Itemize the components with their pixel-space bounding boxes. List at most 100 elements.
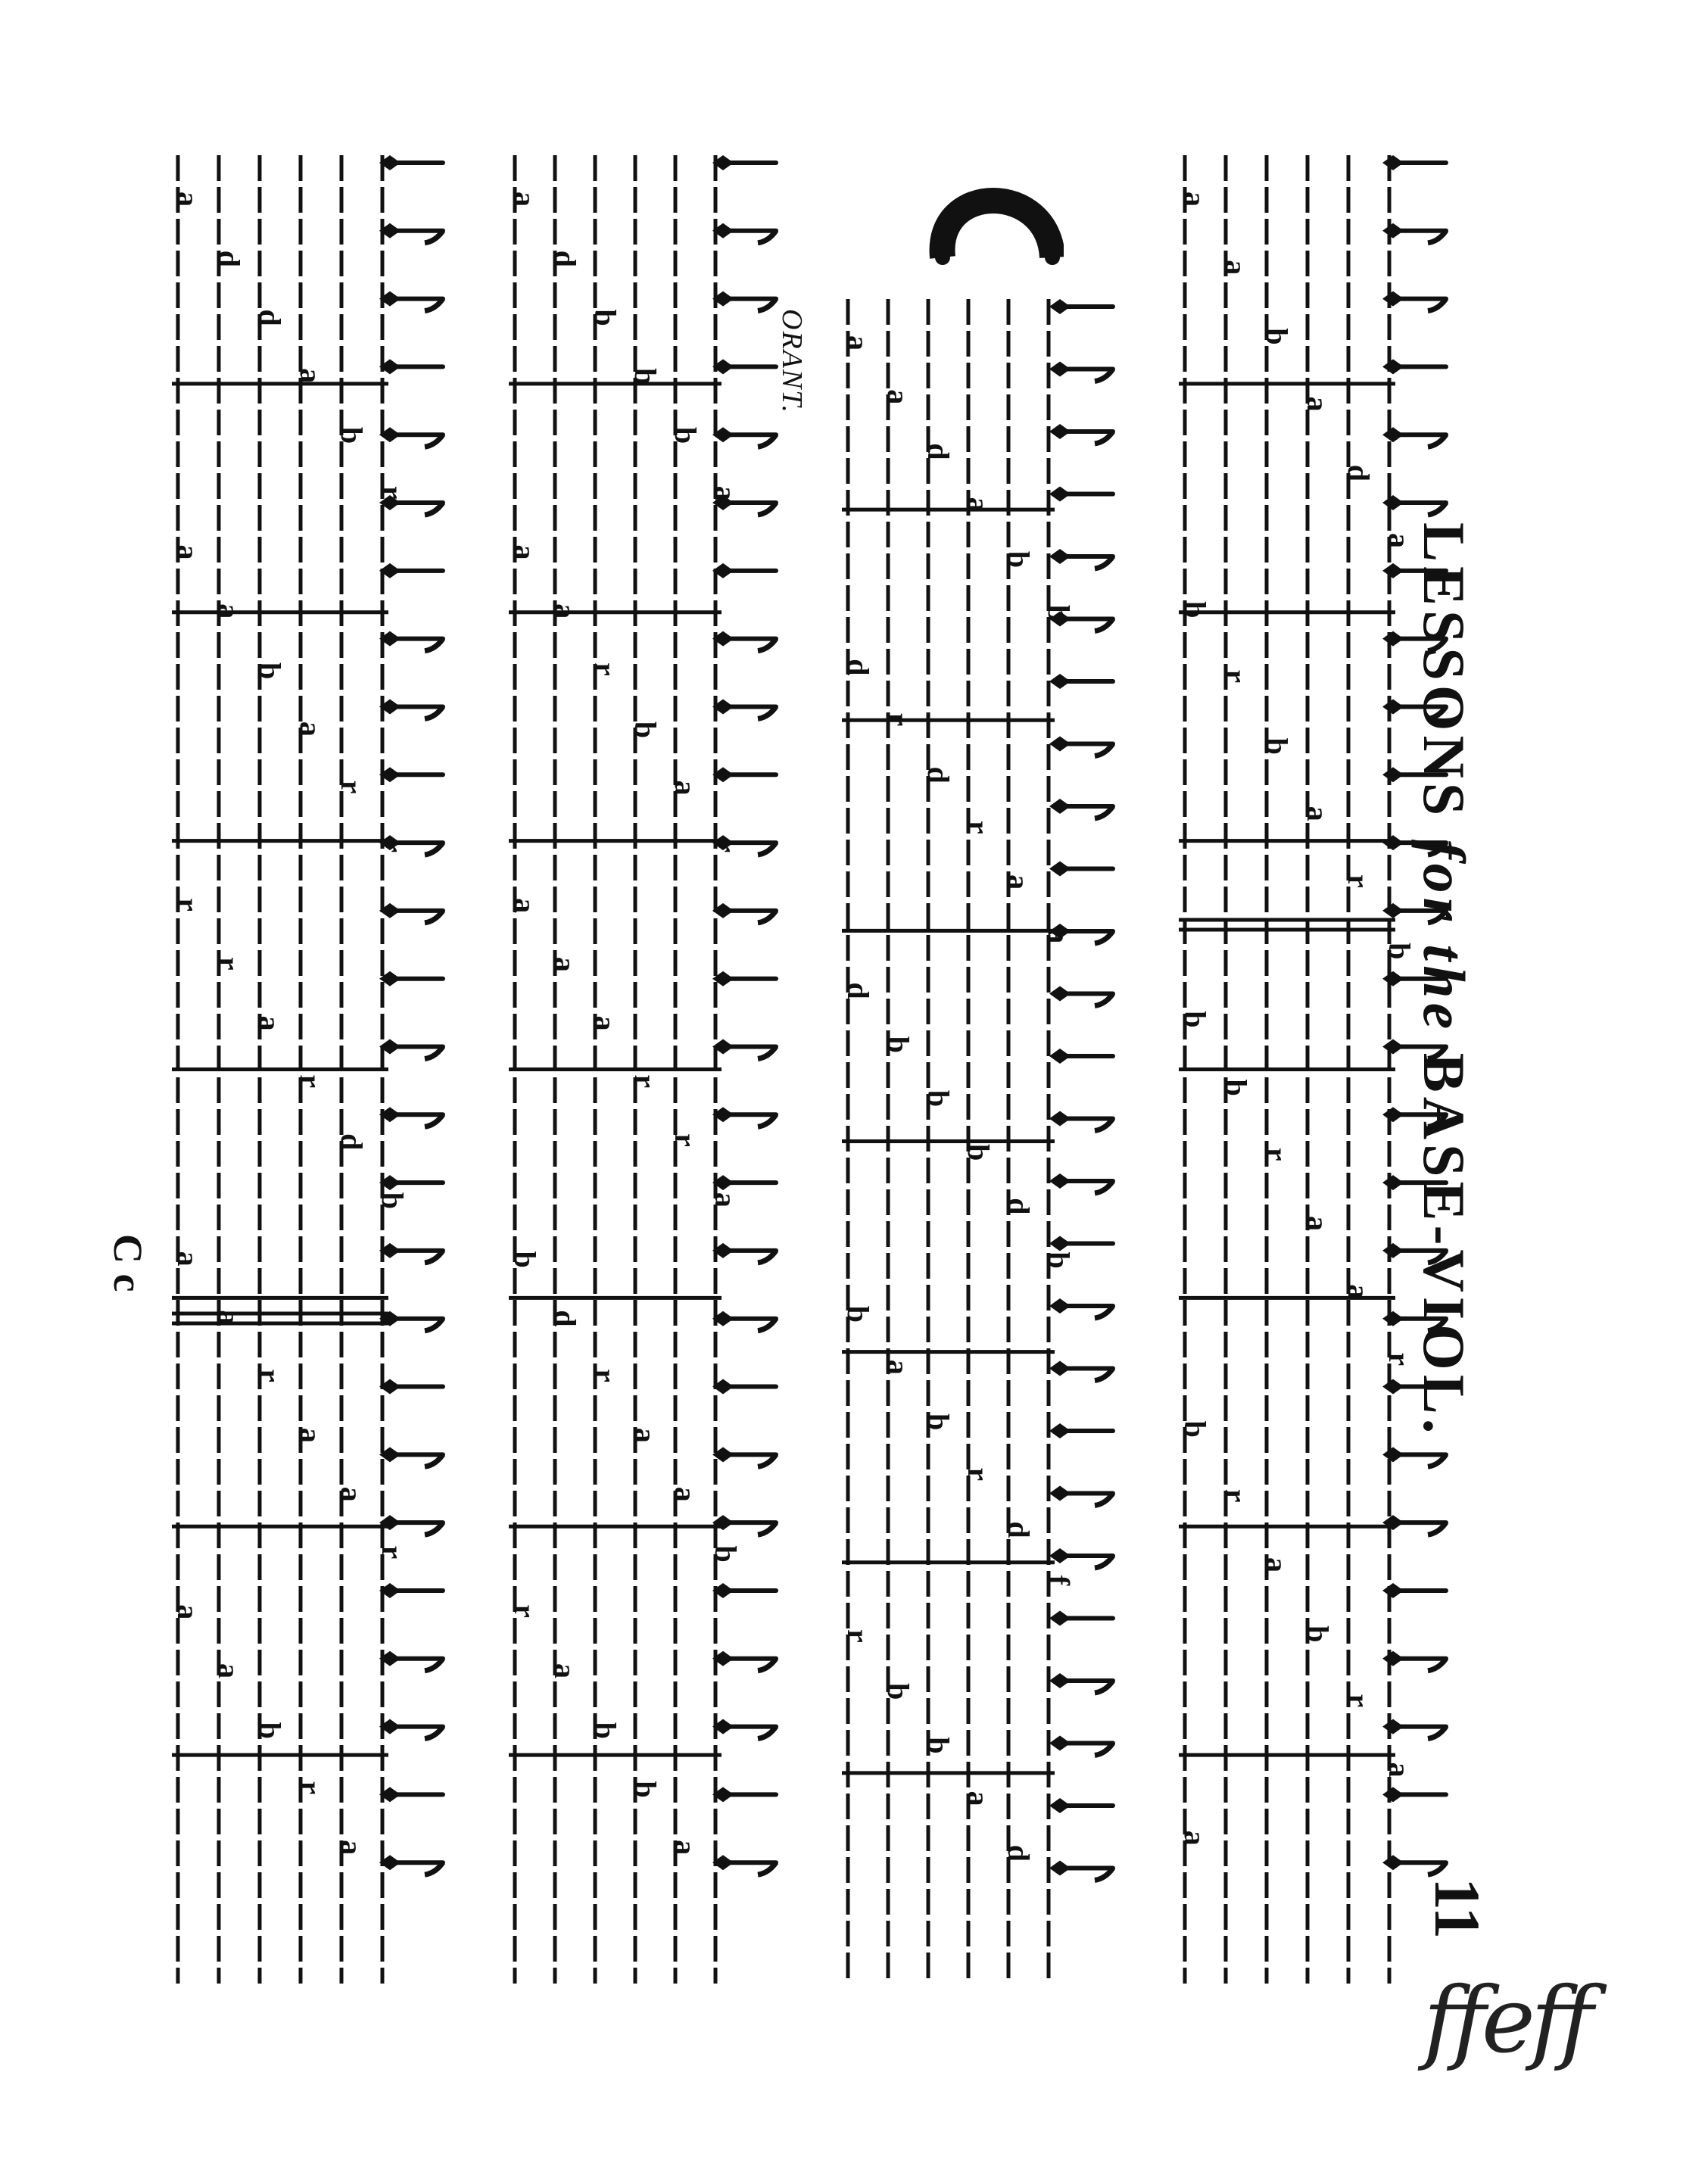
- rhythm-head: [1382, 1107, 1404, 1123]
- rhythm-head: [712, 1787, 734, 1803]
- fret-letter: r: [171, 898, 205, 912]
- fret-letter: d: [1002, 1845, 1036, 1862]
- rhythm-flag: [1094, 1554, 1115, 1571]
- fret-letter: r: [1342, 874, 1376, 888]
- fret-letter: r: [253, 1369, 287, 1382]
- fret-letter: a: [548, 957, 582, 972]
- fret-letter: r: [588, 662, 622, 676]
- fret-letter: r: [212, 957, 246, 971]
- fret-letter: r: [294, 1781, 328, 1794]
- fret-letter: r: [962, 821, 996, 834]
- fret-letter: d: [1002, 1198, 1036, 1214]
- rhythm-head: [712, 1719, 734, 1734]
- rhythm-head: [379, 495, 401, 511]
- rhythm-head: [712, 699, 734, 715]
- rhythm-head: [379, 1175, 401, 1191]
- fret-letter: b: [1178, 1421, 1212, 1438]
- rhythm-head: [1049, 1798, 1071, 1813]
- fret-letter: r: [335, 781, 369, 794]
- rhythm-flag: [1427, 1656, 1448, 1674]
- fret-letter: a: [962, 497, 996, 513]
- rhythm-flag: [1094, 1866, 1115, 1883]
- rhythm-head: [379, 631, 401, 647]
- rhythm-head: [712, 1311, 734, 1326]
- fret-letter: a: [548, 1663, 582, 1678]
- fret-letter: r: [588, 1369, 622, 1382]
- rhythm-head: [379, 835, 401, 851]
- fret-letter: d: [335, 1133, 369, 1150]
- rhythm-flag: [424, 500, 445, 518]
- rhythm-flag: [1427, 1317, 1448, 1334]
- signature: ffeff: [1423, 1968, 1594, 2074]
- rhythm-flag: [1094, 742, 1115, 759]
- fret-letter: a: [709, 486, 743, 501]
- rhythm-flag: [757, 500, 778, 518]
- fret-letter: a: [508, 898, 542, 913]
- rhythm-head: [1382, 1311, 1404, 1326]
- fret-letter: a: [588, 1016, 622, 1031]
- fret-letter: r: [376, 1545, 410, 1559]
- fret-letter: a: [253, 1016, 287, 1031]
- rhythm-flag: [757, 1317, 778, 1334]
- fret-letter: a: [881, 389, 915, 404]
- rhythm-flag: [1427, 1248, 1448, 1266]
- rhythm-head: [1382, 699, 1404, 715]
- rhythm-head: [1382, 835, 1404, 851]
- fret-letter: a: [1301, 1216, 1335, 1231]
- fret-letter: r: [841, 1629, 875, 1643]
- fret-letter: a: [1342, 1284, 1376, 1299]
- fret-letter: b: [709, 1545, 743, 1562]
- rhythm-flag: [757, 1453, 778, 1469]
- rhythm-head: [1382, 495, 1404, 511]
- fret-letter: a: [171, 545, 205, 560]
- rhythm-head: [712, 631, 734, 647]
- fret-letter: r: [1219, 669, 1253, 683]
- rhythm-head: [1382, 1650, 1404, 1666]
- rhythm-flag: [424, 1453, 445, 1469]
- rhythm-head: [1382, 971, 1404, 986]
- fret-letter: r: [1260, 1148, 1294, 1161]
- fret-letter: b: [508, 1251, 542, 1268]
- rhythm-head: [712, 1175, 734, 1191]
- rhythm-flag: [424, 908, 445, 926]
- fret-letter: a: [212, 603, 246, 619]
- rhythm-flag: [1427, 908, 1448, 926]
- fret-letter: a: [171, 1604, 205, 1619]
- fret-letter: b: [253, 662, 287, 679]
- fret-letter: d: [253, 310, 287, 326]
- rhythm-head: [379, 223, 401, 238]
- rhythm-flag: [757, 1521, 778, 1538]
- rhythm-flag: [1427, 1861, 1448, 1878]
- rhythm-head: [379, 427, 401, 443]
- fret-letter: r: [1342, 1694, 1376, 1707]
- rhythm-head: [1049, 736, 1071, 752]
- fret-letter: d: [548, 251, 582, 267]
- rhythm-head: [379, 1379, 401, 1395]
- rhythm-head: [1049, 1423, 1071, 1438]
- rhythm-head: [1049, 611, 1071, 627]
- rhythm-flag: [424, 1045, 445, 1061]
- fret-letter: a: [294, 721, 328, 737]
- rhythm-flag: [1427, 637, 1448, 654]
- fret-letter: a: [508, 545, 542, 560]
- rhythm-head: [1382, 1787, 1404, 1803]
- rhythm-flag: [757, 1045, 778, 1061]
- rhythm-head: [712, 767, 734, 783]
- rhythm-head: [1049, 986, 1071, 1002]
- fret-letter: a: [1301, 806, 1335, 821]
- fret-letter: r: [508, 1604, 542, 1618]
- fret-letter: b: [841, 1306, 875, 1323]
- fret-letter: b: [628, 368, 662, 385]
- rhythm-head: [1049, 1673, 1071, 1688]
- rhythm-flag: [1427, 1453, 1448, 1469]
- fret-letter: b: [921, 1413, 955, 1430]
- fret-letter: f: [1042, 1575, 1076, 1586]
- rhythm-head: [1049, 361, 1071, 377]
- rhythm-head: [379, 1039, 401, 1055]
- fret-letter: a: [669, 1487, 703, 1502]
- fret-letter: b: [1382, 943, 1417, 959]
- fret-letter: a: [669, 781, 703, 796]
- fret-letter: b: [921, 1090, 955, 1107]
- rhythm-head: [1049, 1049, 1071, 1064]
